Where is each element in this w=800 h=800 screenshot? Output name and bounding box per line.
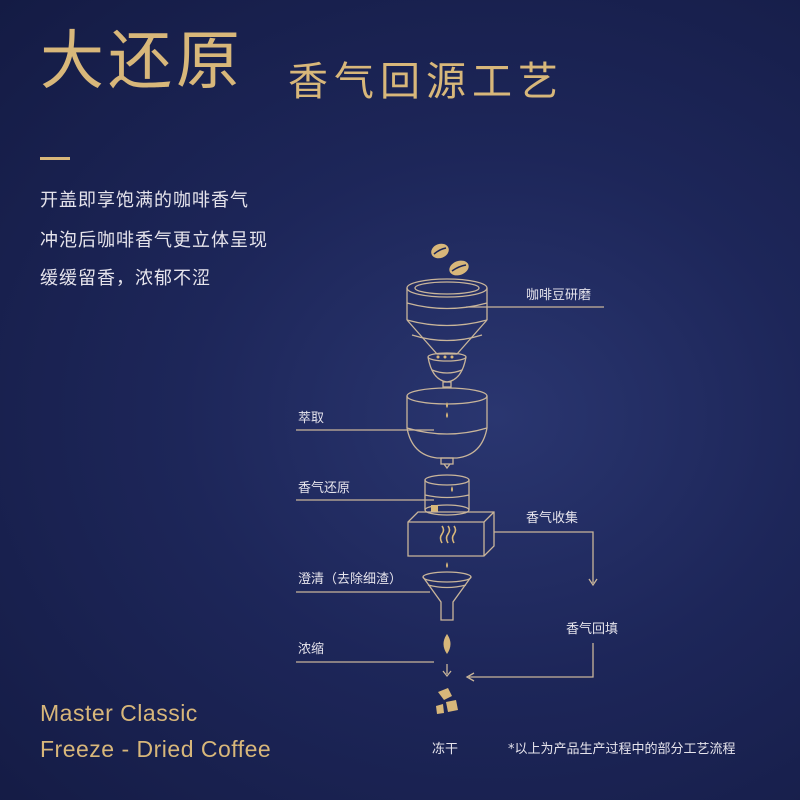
description-line-2: 冲泡后咖啡香气更立体呈现 xyxy=(40,230,268,251)
funnel-icon xyxy=(422,571,472,621)
description-line-1: 开盖即享饱满的咖啡香气 xyxy=(40,190,249,211)
footnote: *以上为产品生产过程中的部分工艺流程 xyxy=(508,742,736,757)
english-line-2: Freeze - Dried Coffee xyxy=(40,736,272,762)
step-clarify-label: 澄清（去除细渣） xyxy=(298,572,403,587)
grinder-icon xyxy=(406,278,488,355)
coffee-granules-icon xyxy=(436,688,458,714)
cup-icon xyxy=(427,352,467,388)
step-grind-label: 咖啡豆研磨 xyxy=(526,288,592,303)
step-aroma-restore-label: 香气还原 xyxy=(298,481,351,496)
step-aroma-collect-label: 香气收集 xyxy=(526,511,579,526)
english-line-1: Master Classic xyxy=(40,700,198,726)
aroma-jar-icon xyxy=(424,474,470,516)
step-aroma-refill-label: 香气回填 xyxy=(566,622,619,637)
description-line-3: 缓缓留香，浓郁不涩 xyxy=(40,268,211,289)
title-main: 大还原 xyxy=(40,25,244,99)
aroma-collector-icon xyxy=(407,511,495,557)
title-sub: 香气回源工艺 xyxy=(288,59,564,105)
coffee-beans-icon xyxy=(431,243,469,276)
liquid-drop-icon xyxy=(443,634,451,654)
step-freeze-dry-label: 冻干 xyxy=(432,742,459,757)
extraction-vessel-icon xyxy=(406,387,488,470)
step-extract-label: 萃取 xyxy=(298,411,325,426)
title-divider xyxy=(40,157,70,160)
step-concentrate-label: 浓缩 xyxy=(298,642,325,657)
